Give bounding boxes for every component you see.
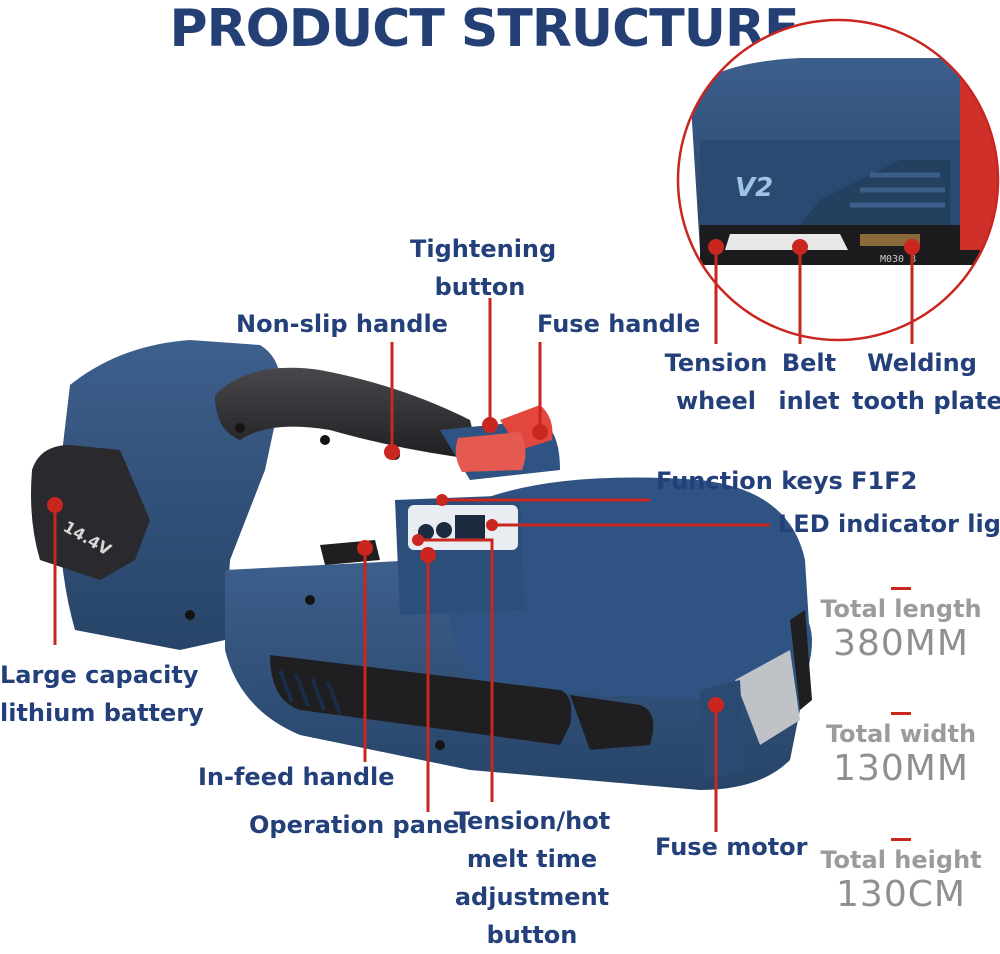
leader-dots [47, 239, 920, 713]
spec-name: Total height [820, 846, 982, 874]
inset-logo: V2 [735, 173, 773, 203]
label-line: adjustment [454, 883, 610, 911]
label-line: inlet [778, 387, 840, 415]
spec-total-length: Total length 380MM [816, 587, 986, 664]
spec-name: Total length [820, 595, 982, 623]
leader-lines [53, 247, 914, 832]
spec-dash [891, 838, 911, 841]
label-line: Tension/hot [453, 807, 611, 835]
spec-dash [891, 587, 911, 590]
spec-total-height: Total height 130CM [816, 838, 986, 915]
label-function-keys: Function keys F1F2 [656, 467, 918, 495]
spec-total-width: Total width 130MM [816, 712, 986, 789]
tool-body: 14.4V [31, 340, 812, 790]
label-tension-wheel: Tension wheel [663, 344, 769, 420]
label-line: tooth plate [852, 387, 1000, 415]
tightening-button-shape [455, 432, 526, 472]
label-line: Tightening [410, 235, 557, 263]
label-welding-tooth-plate: Welding tooth plate [852, 344, 1000, 420]
label-line: button [434, 273, 526, 301]
label-line: melt time [466, 845, 598, 873]
label-tension-button: Tension/hot melt time adjustment button [452, 802, 612, 954]
label-tightening-button: Tightening button [410, 230, 557, 306]
label-line: Tension [664, 349, 768, 377]
non-slip-handle-shape [215, 367, 480, 460]
label-line: lithium battery [0, 699, 204, 727]
spec-name: Total width [825, 720, 977, 748]
page-title: PRODUCT STRUCTURE [169, 0, 799, 59]
inset-detail: V2 M030 8 [676, 18, 1000, 342]
label-belt-inlet: Belt inlet [772, 344, 846, 420]
label-line: Belt [781, 349, 837, 377]
spec-dash [891, 712, 911, 715]
label-line: Welding [867, 349, 977, 377]
inset-code: M030 8 [880, 254, 916, 265]
spec-value: 380MM [833, 623, 969, 664]
label-battery: Large capacity lithium battery [0, 656, 204, 732]
label-line: wheel [675, 387, 757, 415]
label-infeed-handle: In-feed handle [198, 763, 395, 791]
label-led-indicator: LED indicator light [778, 510, 1000, 538]
label-fuse-motor: Fuse motor [655, 833, 808, 861]
label-line: button [486, 921, 578, 949]
spec-value: 130MM [833, 748, 969, 789]
label-non-slip-handle: Non-slip handle [236, 310, 448, 338]
label-operation-panel: Operation panel [249, 811, 468, 839]
spec-value: 130CM [836, 874, 966, 915]
label-fuse-handle: Fuse handle [537, 310, 701, 338]
battery-pack [31, 445, 150, 580]
label-line: Large capacity [0, 661, 199, 689]
